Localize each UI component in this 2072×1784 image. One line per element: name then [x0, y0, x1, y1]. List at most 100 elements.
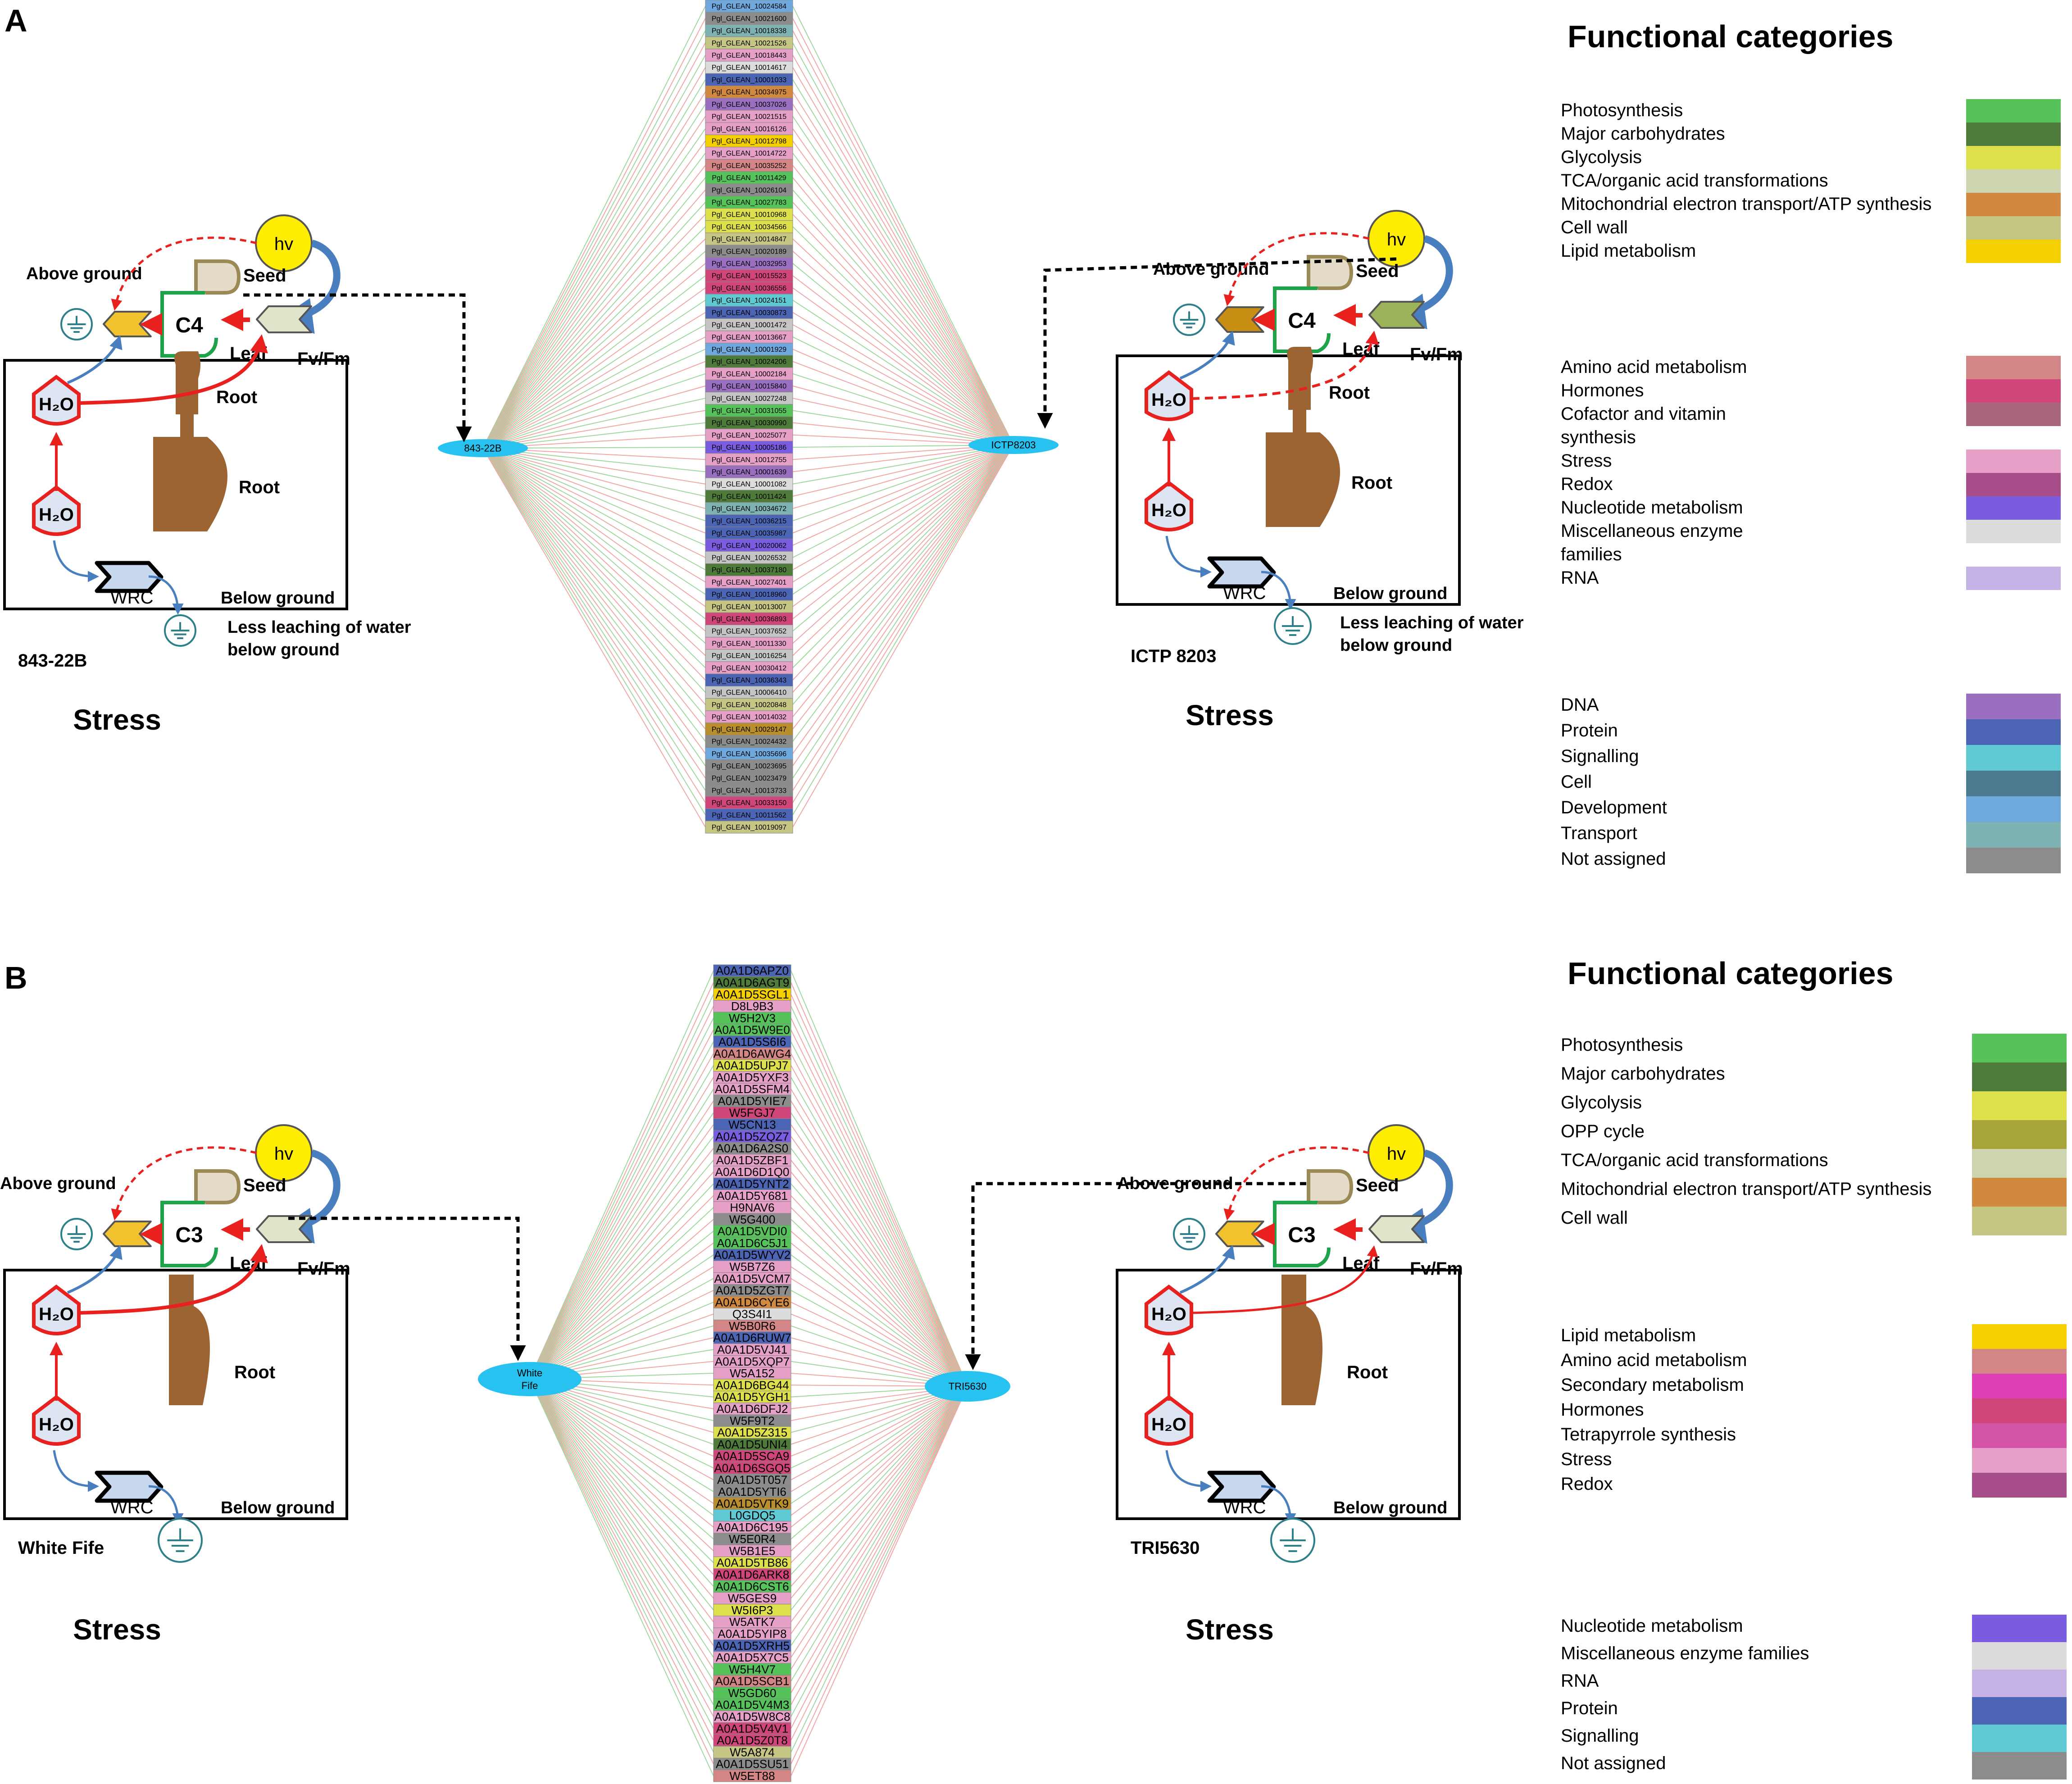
ground-symbol-icon: [1274, 607, 1312, 645]
gene-cell: [713, 1675, 791, 1688]
edge-line: [791, 1386, 968, 1670]
edge-line: [529, 1100, 714, 1380]
seed-label: Seed: [1356, 261, 1399, 281]
edge-line: [791, 1386, 968, 1634]
hub-label: 843-22B: [464, 443, 501, 454]
gene-cell: [713, 1770, 791, 1782]
edge-line: [791, 1065, 968, 1387]
legend-item-label: Cell wall: [1561, 218, 1628, 237]
edge-line: [529, 1030, 714, 1380]
edge-line: [792, 445, 1014, 803]
gene-cell: [713, 1438, 791, 1451]
edge-line: [482, 448, 706, 779]
gene-cell: [705, 784, 793, 797]
edge-line: [482, 141, 706, 449]
photosynthesis-box: [1273, 1201, 1331, 1267]
gene-cell: [705, 821, 793, 834]
edge-line: [482, 190, 706, 449]
gene-label: A0A1D5S6I6: [718, 1035, 786, 1049]
edge-line: [791, 1136, 968, 1387]
seed-icon: [194, 1169, 241, 1204]
gene-cell: [705, 637, 793, 650]
legend-title: Functional categories: [1568, 956, 1893, 991]
gene-cell: [705, 772, 793, 785]
edge-line: [792, 116, 1014, 445]
edge-line: [791, 1386, 968, 1587]
legend-swatch: [1966, 496, 2061, 520]
edge-line: [792, 190, 1014, 445]
edge-line: [482, 410, 706, 449]
legend-item-label: Amino acid metabolism: [1561, 357, 1747, 377]
assimilate-chevron-icon: [103, 311, 152, 337]
gene-label: A0A1D6RUW7: [713, 1331, 791, 1344]
legend-item-label: Not assigned: [1561, 1753, 1666, 1773]
genotype-label: ICTP 8203: [1131, 646, 1217, 666]
legend-swatch: [1972, 1324, 2067, 1349]
edge-line: [482, 448, 706, 546]
gene-label: A0A1D5YNT2: [715, 1177, 789, 1190]
edge-line: [791, 1148, 968, 1387]
legend-swatch: [1966, 193, 2061, 216]
edge-line: [791, 1386, 968, 1658]
root-icon: [1287, 347, 1313, 410]
gene-cell: [713, 1616, 791, 1628]
water-label: H₂O: [1151, 1415, 1186, 1434]
gene-label: Pgl_GLEAN_10026104: [712, 186, 786, 194]
water-to-wrc-arrow: [53, 1450, 99, 1492]
edge-line: [482, 116, 706, 449]
legend-swatch: [1966, 403, 2061, 426]
gene-label: A0A1D5VTK9: [716, 1497, 789, 1510]
edge-line: [792, 79, 1014, 445]
dashed-signal-arrow: [1223, 1146, 1370, 1221]
edge-line: [529, 1379, 714, 1634]
edge-line: [482, 238, 706, 449]
legend-item-label: Transport: [1561, 823, 1637, 843]
edge-line: [791, 1171, 968, 1387]
root-stem: [180, 414, 194, 437]
gene-label: A0A1D5YTI6: [718, 1485, 786, 1498]
gene-cell: [705, 440, 793, 454]
connector-arrow: [288, 1217, 526, 1361]
edge-line: [482, 79, 706, 449]
water-drop-shape: [1145, 370, 1193, 421]
root-icon: [169, 1275, 210, 1405]
gene-cell: [705, 0, 793, 13]
edge-line: [792, 141, 1014, 445]
gene-label: A0A1D6C5J1: [717, 1236, 788, 1250]
gene-cell: [713, 1260, 791, 1273]
legend-item-label: Photosynthesis: [1561, 1035, 1683, 1055]
gene-label: Pgl_GLEAN_10014847: [712, 236, 786, 243]
connector-arrow: [1037, 257, 1397, 429]
water-to-out-arrow: [67, 335, 123, 384]
photosynthesis-box: [160, 1201, 218, 1267]
gene-cell: [705, 110, 793, 123]
legend: Functional categoriesPhotosynthesisMajor…: [1561, 956, 2067, 1779]
gene-label: A0A1D5T057: [717, 1473, 787, 1487]
gene-label: Pgl_GLEAN_10011424: [712, 493, 786, 500]
edge-line: [529, 1379, 714, 1611]
wrc-label: WRC: [110, 1498, 154, 1517]
gene-cell: [705, 195, 793, 209]
legend-item-label: Redox: [1561, 1474, 1613, 1494]
edge-line: [792, 445, 1014, 717]
edge-line: [529, 1379, 714, 1646]
water-drop-icon: H₂O: [32, 374, 81, 426]
edge-line: [792, 445, 1014, 730]
gene-cell: [713, 1106, 791, 1119]
gene-cell: [713, 1604, 791, 1616]
dashed-signal-arrow: [111, 1146, 257, 1221]
legend-item-label: Miscellaneous enzyme: [1561, 521, 1743, 541]
edge-line: [792, 165, 1014, 445]
edge-line: [482, 177, 706, 449]
gene-cell: [705, 796, 793, 809]
stress-label: Stress: [1186, 1613, 1274, 1646]
edge-line: [792, 445, 1014, 742]
edge-line: [792, 30, 1014, 445]
hub-label: Fife: [522, 1380, 538, 1391]
below-ground-label: Below ground: [1333, 1498, 1447, 1517]
gene-label: A0A1D5WYV2: [714, 1248, 791, 1262]
gene-cell: [705, 281, 793, 295]
wrc-to-ground-arrow: [148, 575, 184, 615]
legend-item-label: Lipid metabolism: [1561, 241, 1696, 261]
edge-line: [792, 6, 1014, 445]
